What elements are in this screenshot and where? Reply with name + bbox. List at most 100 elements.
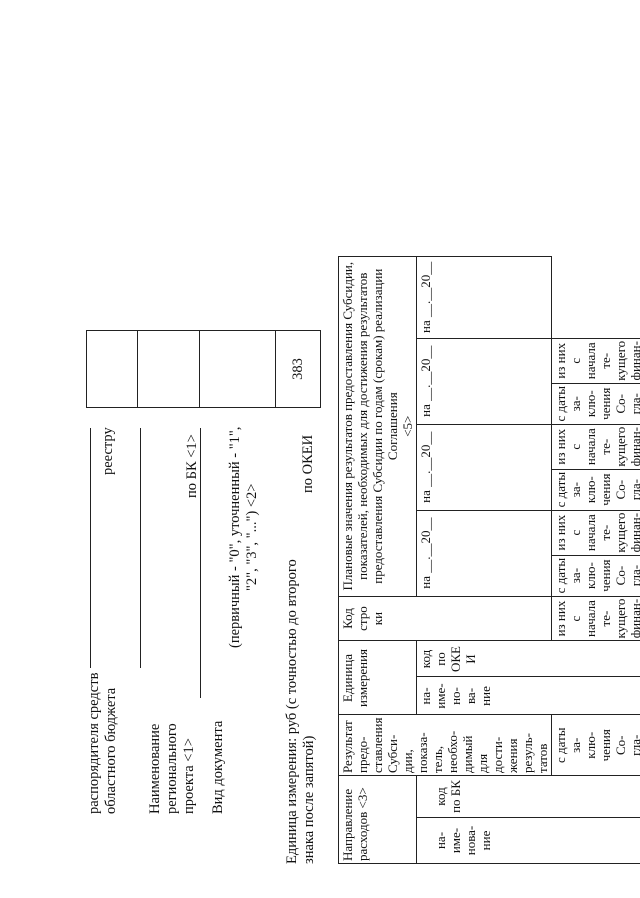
doc-type-underline bbox=[200, 428, 201, 698]
reestr-label: реестру bbox=[100, 427, 116, 475]
since-year-word: те- bbox=[598, 438, 613, 455]
col-code-w1: стро bbox=[355, 606, 370, 631]
project-name-line2: регионального bbox=[164, 723, 180, 814]
col-result-w5: показа- bbox=[415, 732, 430, 773]
since-year-word: те- bbox=[598, 352, 613, 369]
sub-bk-w1: по БК bbox=[448, 780, 463, 813]
since-year-word: из них с bbox=[553, 600, 583, 637]
since-signing-word: за- bbox=[568, 482, 583, 498]
period-1: на __.__20__ bbox=[416, 510, 552, 597]
since-year-word: финан- bbox=[628, 598, 640, 639]
since-signing-word: чения bbox=[598, 559, 613, 592]
since-signing-word: чения bbox=[598, 729, 613, 762]
col-result-header: Результат предо- ставления Субси- дии, п… bbox=[338, 715, 552, 776]
since-signing-word: чения bbox=[598, 473, 613, 506]
doc-type-note: (первичный - "0", уточненный - "1", "2",… bbox=[227, 427, 261, 648]
distributor-label-line2: областного бюджета bbox=[103, 687, 119, 814]
sub-unit-name-w2: но- bbox=[448, 687, 463, 705]
since-year-word: кущего bbox=[613, 340, 628, 381]
since-signing-word: клю- bbox=[583, 562, 598, 590]
unit-label: Единица измерения: руб (с точностью до в… bbox=[284, 559, 318, 864]
project-name-line3: проекта <1> bbox=[181, 738, 197, 814]
sub-bk: код по БК bbox=[416, 775, 640, 818]
since-signing-word: глa- bbox=[628, 393, 640, 415]
since-year-word: начала bbox=[583, 514, 598, 552]
po-okei-label: по ОКЕИ bbox=[300, 434, 316, 493]
since-year-word: кущего bbox=[613, 426, 628, 467]
since-signing-word: за- bbox=[568, 567, 583, 584]
sub-okei-w1: по bbox=[433, 652, 448, 666]
since-year-word: финан- bbox=[628, 427, 640, 467]
since-signing-word: клю- bbox=[583, 731, 598, 759]
col-result-w13: татов bbox=[535, 743, 550, 773]
sub-unit-name-w0: на- bbox=[418, 687, 433, 705]
sub-unit-name-w3: ва- bbox=[463, 687, 478, 705]
code-box-doc-type bbox=[200, 330, 276, 408]
sub-unit-name-w1: име- bbox=[433, 683, 448, 709]
col-plan-line2: показателей, необходимых для достижения … bbox=[355, 272, 370, 580]
since-signing-word: клю- bbox=[583, 476, 598, 504]
since-signing-word: Со- bbox=[613, 565, 628, 586]
sub-name-w0: на- bbox=[433, 831, 448, 850]
code-box-bk bbox=[137, 330, 200, 408]
col-result-w11: жения bbox=[505, 738, 520, 773]
since-signing-word: глa- bbox=[628, 734, 640, 756]
col-plan-header: Плановые значения результатов предоставл… bbox=[338, 256, 417, 597]
col-result-w9: для bbox=[475, 753, 490, 773]
since-signing-word: клю- bbox=[583, 390, 598, 418]
since-year-word: кущего bbox=[613, 598, 628, 639]
col-plan-line3: предоставления Субсидии по годам (срокам… bbox=[370, 268, 400, 584]
since-year-word: те- bbox=[598, 524, 613, 541]
sub-bk-w0: код bbox=[433, 787, 448, 806]
results-table: Направление расходов <3> Результат предо… bbox=[338, 256, 640, 864]
col-result-w0: Результат bbox=[340, 720, 355, 773]
sub-name-w1: име- bbox=[448, 827, 463, 854]
since-signing-word: с даты bbox=[553, 386, 568, 422]
since-year-word: начала bbox=[583, 342, 598, 380]
since-signing-word: с даты bbox=[553, 557, 568, 594]
period-3: на __.__20__ bbox=[416, 338, 552, 425]
sub-okei: код по ОКЕ И bbox=[416, 641, 640, 677]
col-code-header: Код стро ки bbox=[338, 596, 552, 641]
col-result-w7: необхо- bbox=[445, 730, 460, 773]
doc-type-note-line1: (первичный - "0", уточненный - "1", bbox=[227, 426, 243, 648]
unit-label-line1: Единица измерения: руб (с точностью до в… bbox=[284, 559, 300, 864]
since-signing-word: чения bbox=[598, 387, 613, 420]
col-result-w2: ставления bbox=[370, 717, 385, 774]
project-name-underline bbox=[140, 428, 141, 668]
distributor-underline bbox=[90, 428, 91, 668]
col-result-w3: Субси- bbox=[385, 734, 400, 773]
col-unit-w1: измерения bbox=[355, 648, 370, 708]
since-signing-word: с даты bbox=[553, 471, 568, 508]
since-year-word: из них с bbox=[553, 428, 583, 465]
col-plan-line1: Плановые значения результатов предоставл… bbox=[340, 261, 355, 591]
since-signing-word: Со- bbox=[613, 393, 628, 414]
project-name-line1: Наименование bbox=[147, 723, 163, 814]
col-plan-line4: <5> bbox=[400, 415, 415, 437]
col-result-w10: дости- bbox=[490, 736, 505, 773]
since-year-word: из них с bbox=[553, 514, 583, 551]
since-year-word: финан- bbox=[628, 341, 640, 381]
since-signing-word: за- bbox=[568, 737, 583, 753]
distributor-label: распорядителя средств областного бюджета bbox=[86, 673, 120, 814]
since-year-word: кущего bbox=[613, 512, 628, 553]
sub-name: на- име- нова- ние bbox=[416, 817, 640, 864]
col-code-w0: Код bbox=[340, 608, 355, 629]
col-result-w6: тель, bbox=[430, 745, 445, 773]
doc-type-note-line2: "2", "3", "...") <2> bbox=[244, 483, 260, 592]
okei-code: 383 bbox=[276, 330, 321, 408]
col-unit-header: Единица измерения bbox=[338, 641, 417, 715]
col-code-w2: ки bbox=[370, 611, 385, 626]
col-result-w8: димый bbox=[460, 735, 475, 774]
since-signing-word: глa- bbox=[628, 564, 640, 587]
since-year-word: из них с bbox=[553, 342, 583, 379]
sub-okei-w2: ОКЕ bbox=[448, 646, 463, 672]
col-result-w12: резуль- bbox=[520, 733, 535, 773]
